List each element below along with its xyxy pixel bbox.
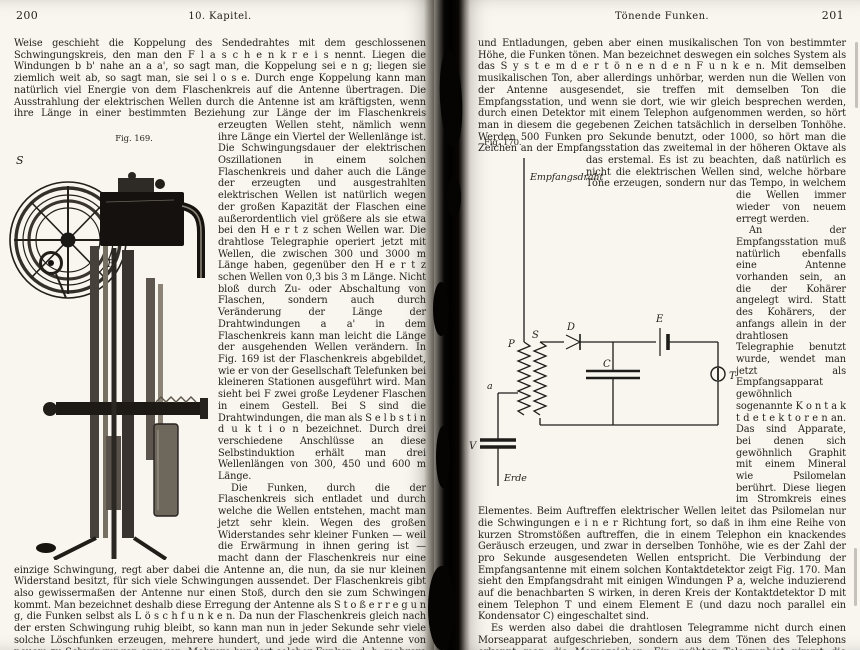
- running-title-left: 10. Kapitel.: [188, 11, 252, 22]
- figure-170: Fig. 170. Empfangsdraht: [468, 134, 750, 506]
- figure-170-label-a: a: [487, 381, 493, 392]
- page-left: 200 10. Kapitel. Weise geschieht die Kop…: [6, 8, 427, 650]
- left-text-column: Weise geschieht die Koppelung des Sended…: [14, 38, 426, 650]
- running-title-right: Tönende Funken.: [614, 11, 710, 22]
- figure-170-label-v: V: [469, 441, 478, 452]
- page-right: Tönende Funken. 201 und Entladungen, geb…: [460, 0, 860, 650]
- paragraph-kontaktdetektor: An der Empfangsstation muß natürlich ebe…: [478, 225, 846, 623]
- paragraph-text: Weise geschieht die Koppelung des Sended…: [14, 38, 426, 120]
- figure-170-label-erde: Erde: [503, 473, 527, 484]
- paragraph-loeschfunken: Die Funken, durch die der Flaschenkreis …: [14, 482, 427, 650]
- page-left-header: 200 10. Kapitel.: [14, 8, 426, 32]
- figure-169: Fig. 169.: [6, 128, 208, 560]
- figure-170-label-d: D: [566, 322, 575, 333]
- right-text-column: und Entladungen, geben aber einen musika…: [478, 38, 846, 650]
- spine-ink-blot: [436, 426, 450, 488]
- figure-170-circuit: Fig. 170. Empfangsdraht: [469, 138, 737, 486]
- figure-170-label-empfangsdraht: Empfangsdraht: [529, 172, 603, 183]
- page-right-header: Tönende Funken. 201: [478, 8, 846, 32]
- scan-edge-mark: [854, 548, 857, 606]
- paragraph-toenende-funken: und Entladungen, geben aber einen musika…: [478, 38, 846, 225]
- page-number-left: 200: [16, 9, 39, 22]
- spine-ink-blot: [437, 49, 465, 149]
- page-number-right: 201: [821, 9, 844, 22]
- figure-170-label-e: E: [655, 314, 664, 325]
- figure-169-caption: Fig. 169.: [115, 134, 153, 144]
- figure-169-engraving: Fig. 169.: [9, 134, 208, 560]
- paragraph-coupling: Weise geschieht die Koppelung des Sended…: [14, 38, 426, 483]
- figure-169-label-f: F: [106, 257, 115, 270]
- figure-169-label-s: S: [16, 154, 24, 167]
- figure-170-label-c: C: [603, 359, 611, 370]
- scan-edge-mark: [855, 42, 858, 108]
- figure-170-caption: Fig. 170.: [484, 138, 522, 148]
- spine-ink-blot: [447, 176, 461, 218]
- paragraph-text: Länge der im Flaschenkreis erzeugten Wel…: [218, 108, 426, 483]
- paragraph-morsezeichen: Es werden also dabei die drahtlosen Tele…: [478, 623, 846, 650]
- spine-ink-blot: [428, 566, 455, 650]
- paragraph-text: und Entladungen, geben aber einen musika…: [478, 38, 846, 167]
- figure-170-label-t: T: [729, 371, 737, 382]
- figure-170-label-p: P: [507, 339, 515, 350]
- spine-ink-blot: [433, 282, 449, 336]
- book-spine-shadow: [424, 0, 470, 650]
- paragraph-text: ist zu beachten, daß natürlich es nicht …: [586, 155, 846, 225]
- figure-170-label-s: S: [532, 330, 539, 341]
